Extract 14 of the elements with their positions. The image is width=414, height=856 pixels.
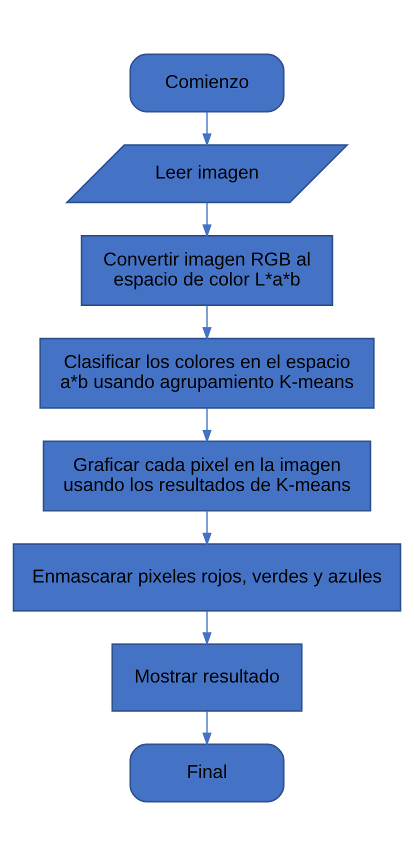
arrow — [202, 112, 212, 147]
node-box: Graficar cada pixel en la imagen usando los resultados de K-means — [42, 440, 372, 512]
node-box: Comienzo — [129, 54, 285, 113]
arrow — [202, 711, 212, 746]
node-box: Clasificar los colores en el espacio a*b usando agrupamiento K-means — [39, 338, 375, 409]
arrow — [202, 202, 212, 238]
node-box: Enmascarar pixeles rojos, verdes y azules — [12, 543, 402, 612]
arrow — [202, 611, 212, 646]
node-box: Mostrar resultado — [111, 643, 303, 712]
arrow — [202, 408, 212, 444]
arrow — [202, 306, 212, 340]
node-box: Final — [129, 743, 285, 802]
arrow — [202, 510, 212, 546]
node-box: Convertir imagen RGB al espacio de color L*a*b — [80, 235, 334, 306]
